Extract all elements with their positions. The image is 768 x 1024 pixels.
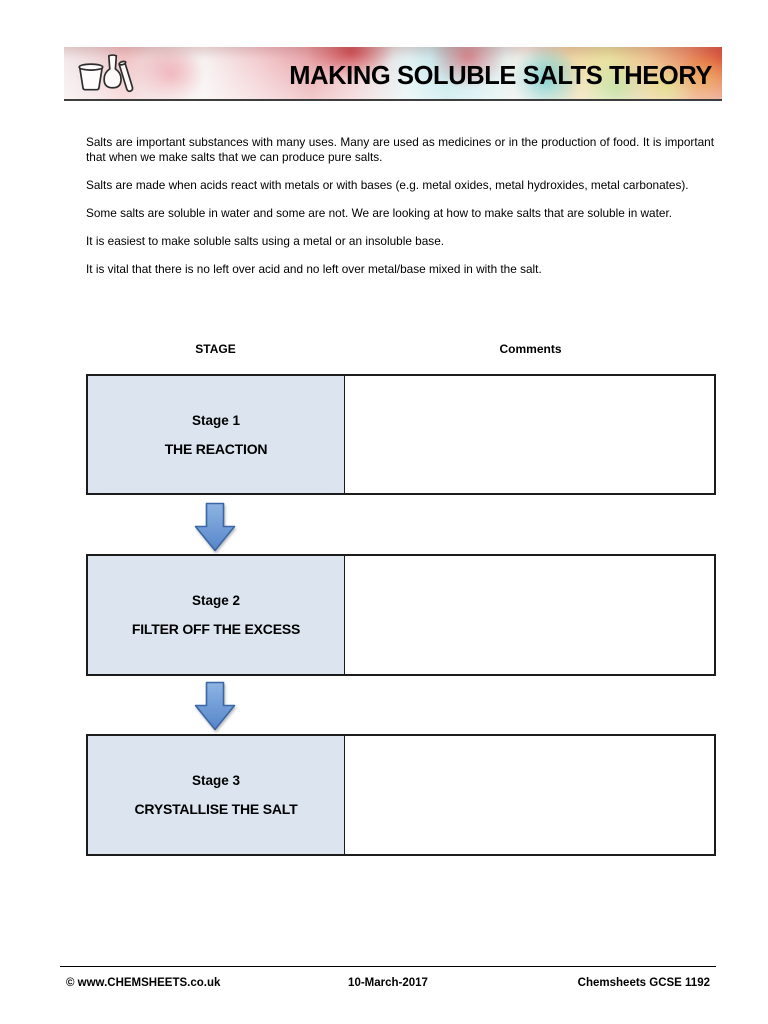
footer: © www.CHEMSHEETS.co.uk 10-March-2017 Che… [66, 977, 710, 989]
table-row: Stage 3 CRYSTALLISE THE SALT [86, 734, 716, 856]
down-arrow-icon [194, 502, 236, 552]
banner-photo-blur [64, 47, 722, 99]
stage-2-comment-cell [345, 556, 714, 674]
stage-name: CRYSTALLISE THE SALT [134, 801, 298, 817]
intro-text: Salts are important substances with many… [86, 135, 714, 290]
header-banner: MAKING SOLUBLE SALTS THEORY [64, 47, 722, 101]
stage-name: THE REACTION [164, 440, 268, 457]
stage-1-comment-cell [345, 376, 714, 493]
banner-photo [64, 47, 722, 101]
paragraph: Some salts are soluble in water and some… [86, 206, 673, 220]
paragraph: Salts are important substances with many… [86, 135, 714, 164]
footer-date: 10-March-2017 [348, 977, 428, 989]
footer-reference: Chemsheets GCSE 1192 [577, 977, 710, 989]
table-column-headers: STAGE Comments [86, 342, 716, 356]
stage-title: Stage 3 [191, 773, 241, 788]
stage-column-header: STAGE [195, 342, 236, 356]
paragraph: It is vital that there is no left over a… [86, 262, 542, 276]
stage-title: Stage 1 [191, 412, 241, 428]
table-row: Stage 1 THE REACTION [86, 374, 716, 495]
page-title: MAKING SOLUBLE SALTS THEORY [289, 62, 712, 90]
banner-content: MAKING SOLUBLE SALTS THEORY [64, 47, 722, 101]
stage-3-cell: Stage 3 CRYSTALLISE THE SALT [88, 736, 345, 854]
stage-1-cell: Stage 1 THE REACTION [88, 376, 345, 493]
comments-column-header: Comments [499, 342, 562, 356]
footer-copyright: © www.CHEMSHEETS.co.uk [66, 977, 221, 989]
stage-3-comment-cell [345, 736, 714, 854]
glassware-icon [78, 54, 134, 93]
down-arrow-icon [194, 681, 236, 731]
paragraph: It is easiest to make soluble salts usin… [86, 234, 445, 248]
stage-title: Stage 2 [191, 593, 241, 608]
stage-2-cell: Stage 2 FILTER OFF THE EXCESS [88, 556, 345, 674]
stage-name: FILTER OFF THE EXCESS [131, 621, 301, 637]
table-row: Stage 2 FILTER OFF THE EXCESS [86, 554, 716, 676]
paragraph: Salts are made when acids react with met… [86, 178, 689, 192]
footer-divider [60, 966, 716, 967]
